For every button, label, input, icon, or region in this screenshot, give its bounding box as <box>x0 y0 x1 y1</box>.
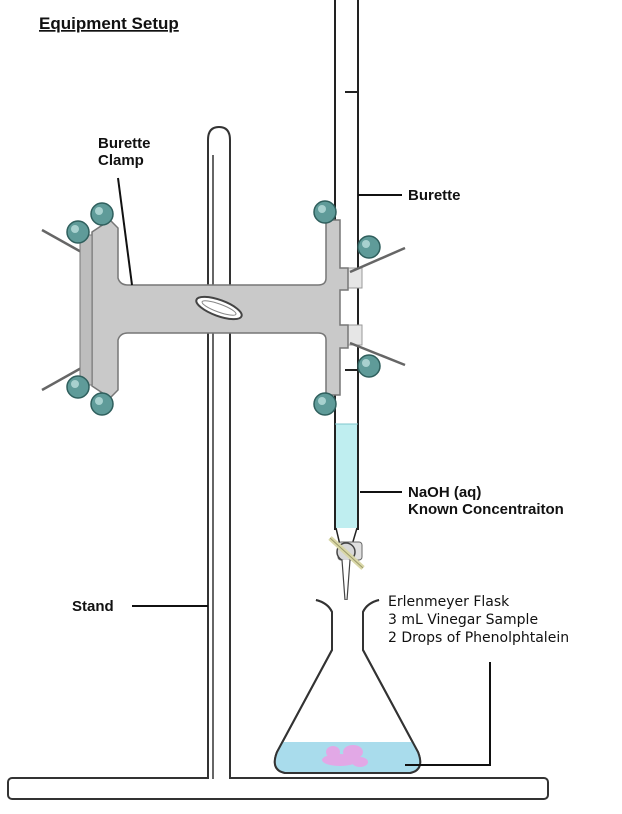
phenolphthalein-swirl <box>322 745 368 767</box>
erlenmeyer-flask-icon <box>273 599 422 774</box>
burette-icon <box>334 0 359 546</box>
label-burette-clamp-1: Burette <box>98 135 151 152</box>
stand-base <box>7 777 549 800</box>
label-burette-clamp-2: Clamp <box>98 152 144 169</box>
label-burette: Burette <box>408 187 461 204</box>
leader-lines <box>117 177 491 766</box>
label-flask-3: 2 Drops of Phenolphtalein <box>388 630 569 646</box>
label-flask-2: 3 mL Vinegar Sample <box>388 612 538 628</box>
label-stand: Stand <box>72 598 114 615</box>
page-title: Equipment Setup <box>39 14 179 33</box>
naoh-liquid <box>336 424 357 528</box>
burette-clamp-icon <box>41 200 406 416</box>
stopcock-icon <box>328 536 365 601</box>
ring-stand-icon <box>207 125 231 779</box>
label-flask-1: Erlenmeyer Flask <box>388 594 510 610</box>
label-naoh-1: NaOH (aq) <box>408 484 481 501</box>
label-naoh-2: Known Concentraiton <box>408 501 564 518</box>
